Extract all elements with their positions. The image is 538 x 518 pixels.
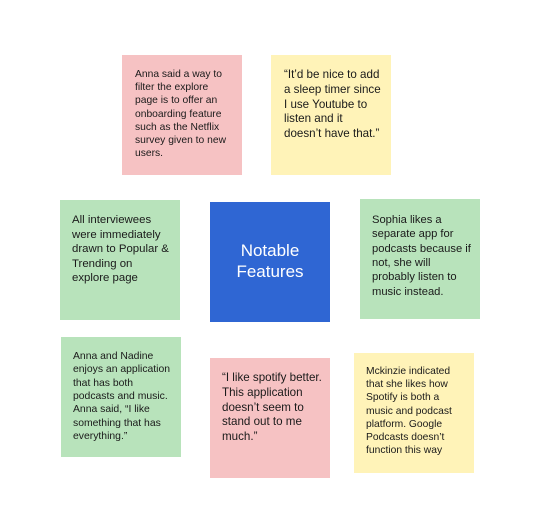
sticky-note-text: “I like spotify better. This application… — [222, 371, 322, 444]
sticky-note-text: Mckinzie indicated that she likes how Sp… — [366, 366, 452, 457]
sticky-note-text: Sophia likes a separate app for podcasts… — [372, 214, 471, 298]
sticky-note-popular-trending[interactable]: All interviewees were immediately drawn … — [60, 200, 180, 320]
sticky-note-text: Anna said a way to filter the explore pa… — [135, 69, 227, 160]
center-topic-label: Notable Features — [236, 241, 304, 281]
sticky-note-podcasts-and-music[interactable]: Anna and Nadine enjoys an application th… — [61, 337, 181, 457]
sticky-note-sleep-timer[interactable]: “It’d be nice to add a sleep timer since… — [271, 55, 391, 175]
sticky-note-text: “It’d be nice to add a sleep timer since… — [284, 68, 381, 141]
sticky-note-music-and-podcast-platform[interactable]: Mckinzie indicated that she likes how Sp… — [354, 353, 474, 473]
sticky-note-onboarding-filter[interactable]: Anna said a way to filter the explore pa… — [122, 55, 242, 175]
sticky-note-prefer-spotify[interactable]: “I like spotify better. This application… — [210, 358, 330, 478]
sticky-note-text: Anna and Nadine enjoys an application th… — [73, 351, 171, 442]
sticky-note-text: All interviewees were immediately drawn … — [72, 214, 169, 285]
sticky-note-separate-app[interactable]: Sophia likes a separate app for podcasts… — [360, 199, 480, 319]
center-topic-card[interactable]: Notable Features — [210, 202, 330, 322]
